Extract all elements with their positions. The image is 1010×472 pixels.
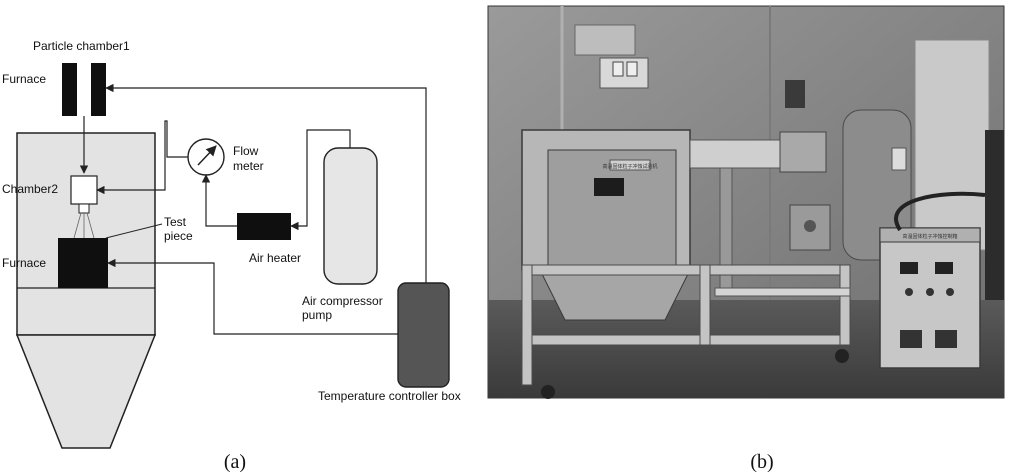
- caption-a: (a): [224, 451, 246, 472]
- flow-meter: [187, 138, 225, 176]
- air-heater-box: [237, 213, 291, 240]
- caption-b: (b): [750, 451, 773, 472]
- label-flow-meter-line2: meter: [233, 159, 264, 173]
- air-compressor-tank: [323, 147, 378, 285]
- label-air-compressor-line1: Air compressor: [302, 294, 383, 308]
- particle-chamber-furnace: [62, 63, 106, 116]
- photo-panel-label-furnace: 高温固体粒子冲蚀试验机: [602, 163, 657, 170]
- label-air-compressor-line2: pump: [302, 308, 332, 322]
- label-test-piece-line1: Test: [164, 215, 187, 229]
- label-air-heater: Air heater: [249, 251, 301, 265]
- label-furnace-bottom: Furnace: [2, 256, 46, 270]
- label-flow-meter-line1: Flow: [233, 144, 259, 158]
- label-temperature-controller: Temperature controller box: [318, 389, 461, 403]
- test-piece-leader: [105, 223, 163, 239]
- label-test-piece-line2: piece: [164, 229, 193, 243]
- particle-jet: [73, 212, 95, 239]
- pipe-flowmeter-to-chamber2: [96, 120, 188, 195]
- test-furnace: [58, 238, 108, 288]
- temperature-controller-box: [397, 282, 450, 388]
- pipe-compressor-to-heater: [290, 129, 351, 231]
- label-chamber2: Chamber2: [2, 182, 58, 196]
- photo-panel-label-controller: 高温固体粒子冲蚀控制箱: [902, 233, 957, 240]
- label-particle-chamber: Particle chamber1: [33, 39, 130, 53]
- wire-controller-to-test-furnace: [107, 258, 398, 335]
- pipe-heater-to-flowmeter: [201, 174, 237, 227]
- wire-controller-to-top-furnace: [105, 83, 427, 283]
- schematic-diagram: Particle chamber1 Furnace Chamber2 Test …: [2, 39, 461, 449]
- chamber2-box: [70, 175, 98, 205]
- apparatus-photo: 高温固体粒子冲蚀试验机 高温固体粒子冲蚀控制箱: [487, 5, 1005, 399]
- nozzle: [78, 203, 90, 214]
- label-furnace-top: Furnace: [2, 72, 46, 86]
